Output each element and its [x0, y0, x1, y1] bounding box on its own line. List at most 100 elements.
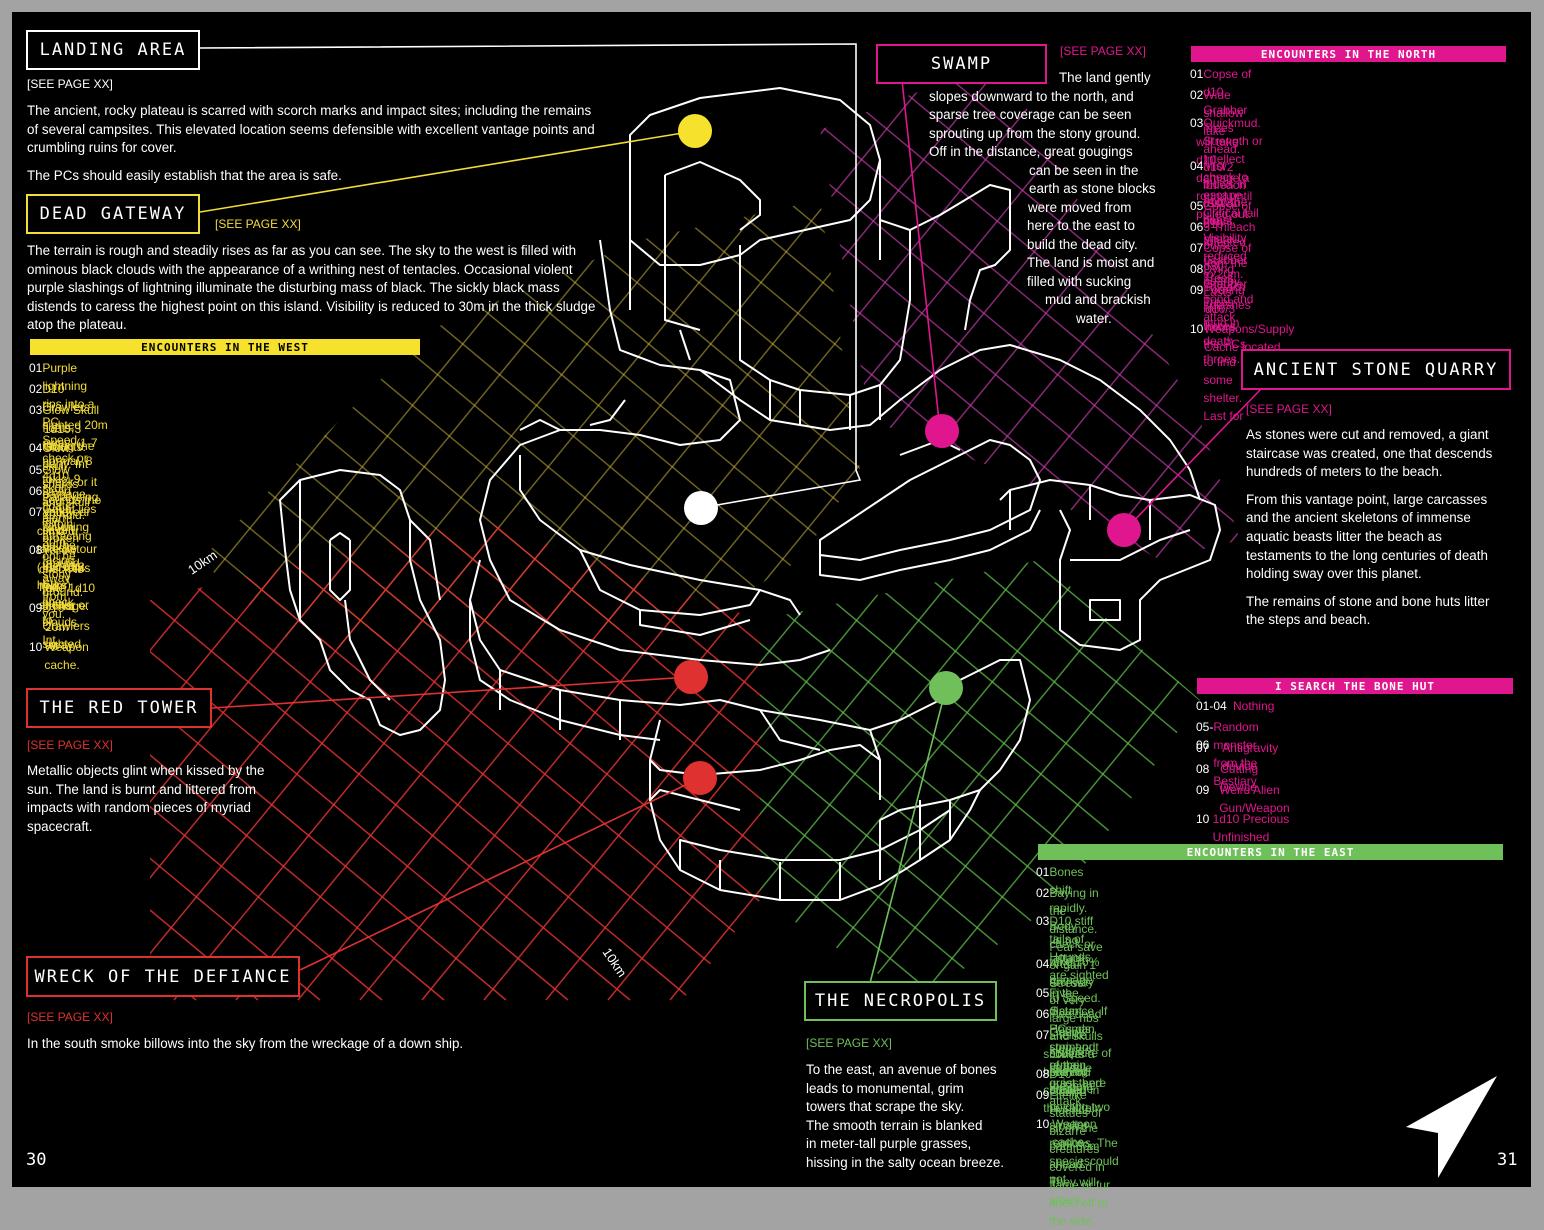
quarry-marker[interactable] — [1107, 513, 1141, 547]
grid-line — [235, 200, 860, 650]
grid-line — [760, 560, 1003, 1000]
row-text: Bones shift rapidly. Body check or take … — [1049, 865, 1101, 1005]
grid-line — [0, 0, 10, 1000]
swamp-marker[interactable] — [925, 414, 959, 448]
row-text: D10 stiff tails of Hounds are sighted in… — [1049, 914, 1109, 1090]
row-number: 06 — [29, 484, 43, 498]
grid-line — [0, 0, 20, 1000]
dead-gateway-text: The terrain is rough and steadily rises … — [27, 242, 602, 344]
row-number: 09 — [1190, 283, 1204, 297]
row-number: 01 — [1036, 865, 1050, 879]
row-text: check to find shelter or — [38, 562, 89, 612]
necropolis-title: THE NECROPOLIS — [804, 981, 997, 1021]
necropolis-ref[interactable]: [SEE PAGE XX] — [806, 1036, 892, 1050]
grid-line — [0, 0, 10, 1000]
swamp-ref[interactable]: [SEE PAGE XX] — [1060, 44, 1146, 58]
row-number: 05 — [29, 463, 43, 477]
paragraph: The PCs should easily establish that the… — [27, 167, 342, 183]
text-line: sprouting up from the stony ground. — [929, 125, 1141, 141]
grid-line — [0, 0, 10, 1000]
table-row: sruvive here and calcified in the salt a… — [1036, 1045, 1104, 1117]
landing-area-marker[interactable] — [684, 491, 718, 525]
row-number: 04 — [1036, 957, 1050, 971]
row-text: Purple lightning rips into a PC. Speed c… — [42, 361, 95, 537]
grid-region — [0, 0, 760, 1001]
row-text: 20m away. — [45, 620, 76, 652]
table-row: take 1d10 damage. — [29, 579, 100, 615]
row-text: Copse of d10 Infected Grabber Trees. — [1203, 199, 1252, 285]
row-number: 09 — [1196, 783, 1210, 797]
grid-line — [150, 520, 760, 1001]
page-number-left: 30 — [26, 1150, 47, 1170]
grid-line — [235, 520, 760, 1001]
quarry-title: ANCIENT STONE QUARRY — [1241, 349, 1511, 390]
paragraph: As stones were cut and removed, a giant … — [1246, 427, 1493, 480]
row-text: for d10/3 hours. — [1202, 178, 1237, 228]
grid-line — [359, 200, 860, 650]
row-text: Weapon cache. — [1052, 1117, 1097, 1149]
row-number: 05 — [1036, 986, 1050, 1000]
grid-line — [820, 60, 1240, 560]
row-number: 09 — [1036, 1088, 1050, 1102]
swamp-title: SWAMP — [876, 44, 1047, 84]
page-number-right: 31 — [1497, 1150, 1518, 1170]
table-row: 1d10-3 Gaunts. — [29, 420, 95, 456]
grid-line — [150, 520, 760, 1001]
text-line: earth as stone blocks — [1029, 181, 1156, 196]
grid-line — [1538, 0, 1544, 1000]
grid-line — [150, 520, 445, 1001]
red-tower-ref[interactable]: [SEE PAGE XX] — [27, 738, 113, 752]
red-tower-marker[interactable] — [674, 660, 708, 694]
grid-line — [760, 560, 1200, 1000]
row-text: Two dead Gaunt Hounds straddle the path. — [1049, 1007, 1102, 1093]
row-text: Wide shallow lake ahead. d10/2 Trileach … — [1203, 88, 1246, 246]
encounters-north-header: ENCOUNTERS IN THE NORTH — [1191, 46, 1506, 62]
row-number: 03 — [1036, 914, 1050, 928]
landing-area-ref[interactable]: [SEE PAGE XX] — [27, 77, 113, 91]
dead-gateway-marker[interactable] — [678, 114, 712, 148]
grid-line — [200, 200, 860, 650]
row-text: sruvive here and calcified in the salt a… — [1043, 1047, 1102, 1115]
grid-line — [0, 0, 20, 1000]
row-number: 01-04 — [1196, 699, 1227, 713]
row-text: D10 Crawlers sighted 20m away. (1-7 norm… — [42, 382, 108, 522]
dead-gateway-ref[interactable]: [SEE PAGE XX] — [215, 217, 301, 231]
necropolis-marker[interactable] — [929, 671, 963, 705]
grid-line — [200, 200, 765, 650]
encounters-west-header: ENCOUNTERS IN THE WEST — [30, 339, 420, 355]
grid-line — [855, 560, 1200, 1000]
grid-line — [200, 200, 860, 650]
text-line: Off in the distance, great gougings — [929, 144, 1133, 159]
text-line: mud and brackish — [1045, 292, 1151, 307]
wreck-ref[interactable]: [SEE PAGE XX] — [27, 1010, 113, 1024]
row-number: 09 — [29, 601, 43, 615]
row-text: Baying in the distance. Fear save or gai… — [1049, 886, 1103, 990]
grid-line — [1538, 0, 1544, 1000]
row-text: Copse of d30 Grabber Trees — [1203, 241, 1252, 309]
text-line: in meter-tall purple grasses, — [806, 1136, 972, 1152]
wreck-marker[interactable] — [683, 761, 717, 795]
row-number: 06 — [1036, 1007, 1050, 1021]
grid-line — [820, 60, 1240, 560]
row-number: 08 — [29, 543, 43, 557]
row-text: Random monster from the Bestiary — [1213, 720, 1259, 788]
table-row: for d10/3 hours. — [1190, 176, 1247, 230]
text-line: To the east, an avenue of bones — [806, 1062, 997, 1077]
quarry-ref[interactable]: [SEE PAGE XX] — [1246, 402, 1332, 416]
text-line: can be seen in the — [1029, 162, 1139, 178]
grid-line — [200, 200, 860, 650]
row-number: 07 — [1190, 241, 1204, 255]
text-line: sparse tree coverage can be seen — [929, 107, 1132, 122]
